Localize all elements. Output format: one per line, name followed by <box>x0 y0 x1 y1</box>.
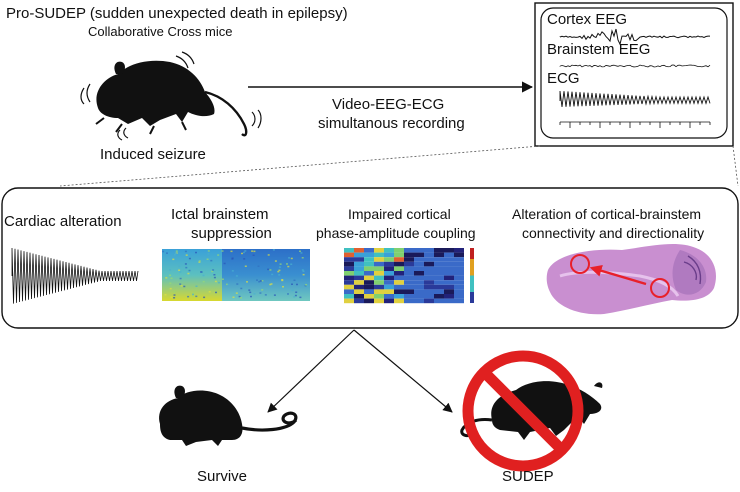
title-line-2: Collaborative Cross mice <box>88 24 233 39</box>
prohibition-sign-icon <box>462 350 584 472</box>
seizure-label: Induced seizure <box>100 146 206 163</box>
trace-label-ecg: ECG <box>547 70 580 87</box>
title-line-1: Pro-SUDEP (sudden unexpected death in ep… <box>6 5 348 22</box>
trace-label-cortex-eeg: Cortex EEG <box>547 11 628 28</box>
pac-heatmap <box>344 248 474 304</box>
outcome-sudep: SUDEP <box>502 468 554 485</box>
brainstem-spectrogram <box>162 249 310 301</box>
zoom-line-left <box>59 145 541 187</box>
arrow-to-survive <box>267 329 355 413</box>
finding-coupling-line-1: Impaired cortical <box>348 206 451 222</box>
brain-section-image <box>546 244 716 315</box>
outcome-survive: Survive <box>197 468 248 485</box>
eeg-ecg-traces <box>559 28 711 128</box>
arrow-label-line-1: Video-EEG-ECG <box>332 96 445 113</box>
finding-brainstem-line-2: suppression <box>191 225 272 242</box>
finding-coupling-line-2: phase-amplitude coupling <box>316 225 476 241</box>
finding-connectivity-line-1: Alteration of cortical-brainstem <box>512 206 702 222</box>
arrow-to-sudep <box>353 329 453 413</box>
seizure-mouse-icon <box>80 51 262 141</box>
arrow-label-line-2: simultanous recording <box>318 115 465 132</box>
zoom-line-right <box>732 145 739 187</box>
cardiac-trace <box>11 247 139 304</box>
finding-connectivity-line-2: connectivity and directionality <box>522 225 705 241</box>
recording-panel-inner <box>540 7 728 139</box>
trace-label-brainstem-eeg: Brainstem EEG <box>547 41 651 58</box>
finding-cardiac: Cardiac alteration <box>4 213 122 230</box>
survive-mouse-icon <box>159 385 298 446</box>
finding-brainstem-line-1: Ictal brainstem <box>171 206 269 223</box>
